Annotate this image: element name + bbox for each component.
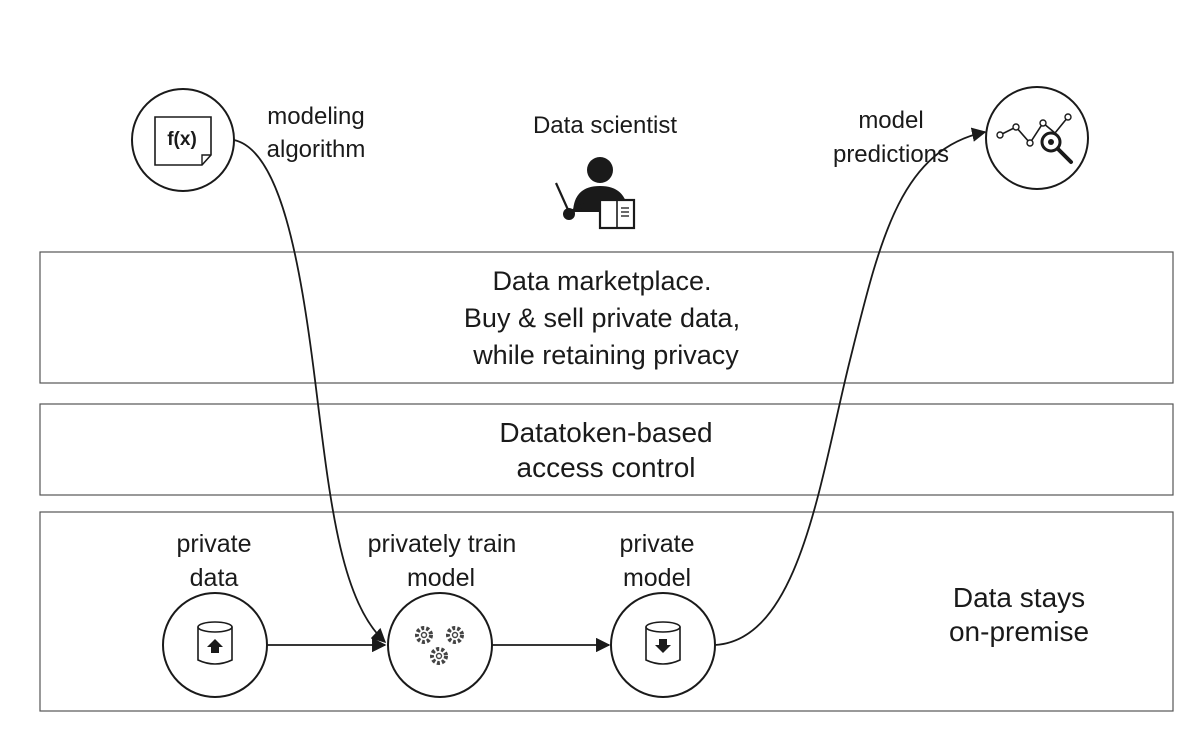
line-chart-magnifier-icon (985, 86, 1089, 190)
train-label-line-2: model (407, 564, 475, 592)
marketplace-text-line-3: while retaining privacy (472, 340, 739, 370)
algorithm-label-line-1: modeling (267, 103, 364, 130)
algorithm-label-line-2: algorithm (267, 136, 366, 163)
scientist-label: Data scientist (533, 112, 677, 139)
marketplace-text-line-2: Buy & sell private data, (464, 303, 740, 333)
function-document-icon: f(x) (131, 88, 235, 192)
on-premise-text-line-1: Data stays (953, 582, 1085, 613)
private-data-label-line-1: private (176, 530, 251, 558)
predictions-label-line-1: model (858, 107, 923, 134)
algorithm-to-train-arrow (233, 139, 387, 643)
private-model-label-line-2: model (623, 564, 691, 592)
marketplace-text-line-1: Data marketplace. (492, 266, 711, 296)
gears-icon (387, 592, 493, 698)
marketplace-layer-box (39, 251, 1174, 384)
train-label-line-1: privately train (368, 530, 517, 558)
access-control-text-line-1: Datatoken-based (499, 417, 712, 448)
database-download-icon (610, 592, 716, 698)
access-control-text-line-2: access control (517, 452, 696, 483)
private-data-label-line-2: data (190, 564, 239, 592)
on-premise-text-line-2: on-premise (949, 616, 1089, 647)
fx-text: f(x) (167, 129, 197, 150)
model-to-predictions-arrow (714, 127, 987, 646)
private-model-label-line-1: private (619, 530, 694, 558)
data-scientist-icon (554, 157, 636, 230)
predictions-label-line-2: predictions (833, 141, 949, 168)
access-control-layer-box (39, 403, 1174, 496)
database-upload-icon (162, 592, 268, 698)
on-premise-layer-box (39, 511, 1174, 712)
